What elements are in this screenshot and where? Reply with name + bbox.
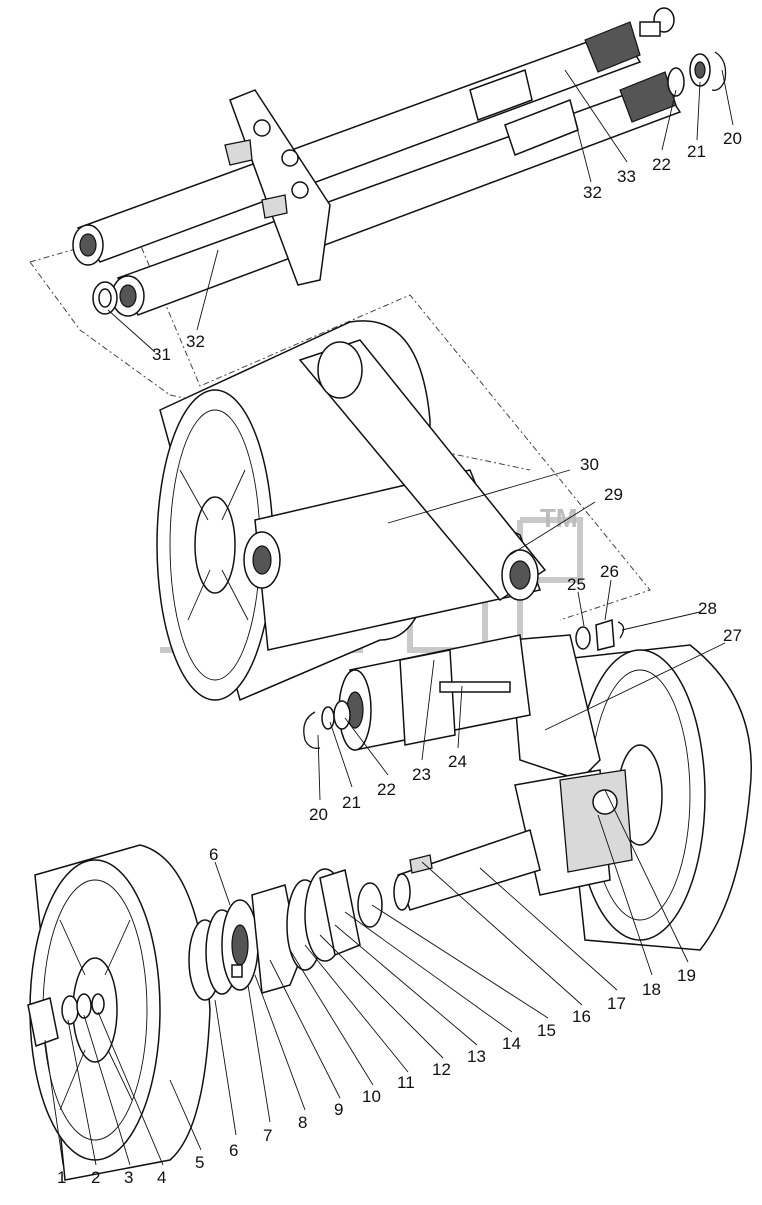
callout-10: 10 [362, 1087, 381, 1106]
callout-7: 7 [263, 1126, 272, 1145]
callout-20-upper: 20 [723, 129, 742, 148]
callout-27: 27 [723, 626, 742, 645]
callout-3: 3 [124, 1168, 133, 1187]
callout-12: 12 [432, 1060, 451, 1079]
callout-29: 29 [604, 485, 623, 504]
callout-14: 14 [502, 1034, 521, 1053]
callout-6a: 6 [229, 1141, 238, 1160]
callout-22-upper: 22 [652, 155, 671, 174]
upper-shaft-assembly [72, 7, 682, 317]
right-fasteners-25-26-28 [575, 619, 625, 651]
shaft-16-17 [393, 829, 541, 911]
upper-right-hardware [667, 51, 727, 97]
lower-right-wheel-assembly [509, 634, 752, 951]
callout-24: 24 [448, 752, 467, 771]
callout-19: 19 [677, 966, 696, 985]
callout-32-right: 32 [583, 183, 602, 202]
axle-24 [338, 634, 531, 751]
callout-26: 26 [600, 562, 619, 581]
callout-11: 11 [397, 1073, 415, 1092]
left-fasteners-20-21-22 [303, 700, 351, 749]
callout-23: 23 [412, 765, 431, 784]
callout-17: 17 [607, 994, 626, 1013]
callout-25: 25 [567, 575, 586, 594]
callout-15: 15 [537, 1021, 556, 1040]
callout-31: 31 [152, 345, 171, 364]
leader-lines [44, 69, 734, 1166]
callout-4: 4 [157, 1168, 166, 1187]
callout-9: 9 [334, 1100, 343, 1119]
seal-31 [92, 281, 118, 315]
callout-21-upper: 21 [687, 142, 706, 161]
callout-16: 16 [572, 1007, 591, 1026]
callout-30: 30 [580, 455, 599, 474]
callout-6b: 6 [209, 845, 218, 864]
callout-22-lower: 22 [377, 780, 396, 799]
callout-8: 8 [298, 1113, 307, 1132]
callout-labels: 1 2 3 4 5 6 6 7 8 9 10 11 12 13 14 15 16… [57, 129, 742, 1187]
callout-28: 28 [698, 599, 717, 618]
callout-13: 13 [467, 1047, 486, 1066]
callout-2: 2 [91, 1168, 100, 1187]
callout-33: 33 [617, 167, 636, 186]
callout-21-lower: 21 [342, 793, 361, 812]
bottom-left-wheel-assembly [27, 844, 211, 1181]
callout-5: 5 [195, 1153, 204, 1172]
callout-20-lower: 20 [309, 805, 328, 824]
callout-32-left: 32 [186, 332, 205, 351]
callout-18: 18 [642, 980, 661, 999]
callout-1: 1 [57, 1168, 66, 1187]
bearing-stack-6-15 [188, 868, 383, 1001]
cross-tube-29-30 [243, 339, 547, 651]
watermark-trademark: TM [540, 503, 578, 533]
